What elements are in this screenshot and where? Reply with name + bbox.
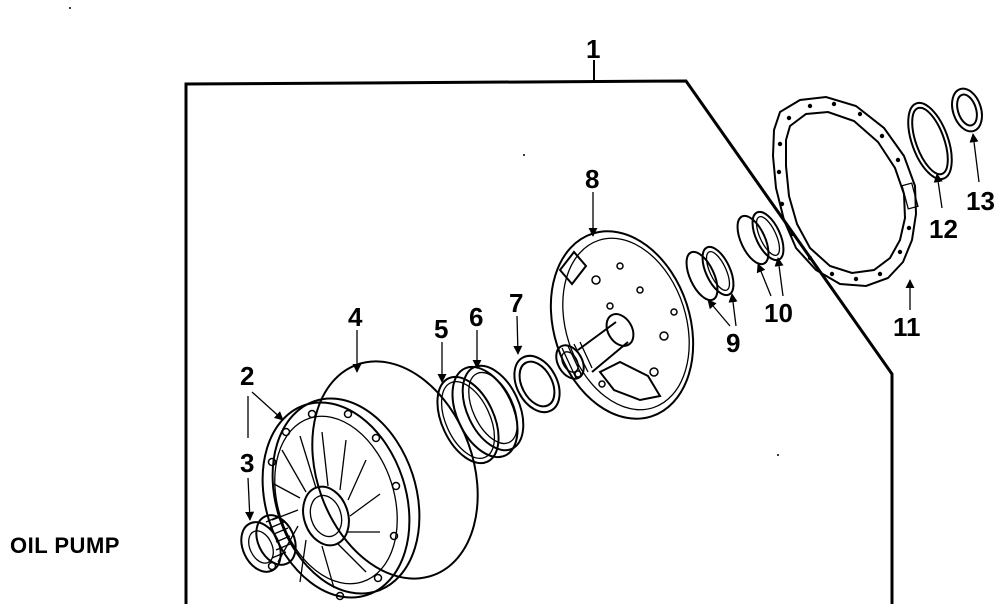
part-11-gasket: [771, 95, 919, 288]
part-7-seal: [513, 354, 561, 414]
part-9-rings: [685, 245, 735, 302]
leader-10a: [756, 263, 772, 297]
callout-2: 2: [240, 361, 254, 391]
callout-5: 5: [434, 314, 448, 344]
callout-13: 13: [966, 186, 995, 216]
part-8-pump-cover: [549, 230, 695, 420]
callout-11: 11: [893, 312, 921, 342]
part-4-o-ring: [311, 360, 479, 580]
leader-7: [513, 315, 523, 355]
callout-4: 4: [348, 302, 363, 332]
part-3-bushing: [240, 514, 297, 573]
speck: [523, 154, 525, 156]
callout-10: 10: [764, 298, 793, 328]
callout-9: 9: [726, 328, 740, 358]
diagram-caption: OIL PUMP: [10, 533, 120, 558]
leader-9b: [728, 293, 738, 327]
leader-2a: [251, 391, 284, 421]
part-13-ring: [951, 87, 983, 133]
callout-1: 1: [586, 34, 600, 64]
callout-6: 6: [469, 302, 483, 332]
leader-13: [969, 133, 980, 183]
part-12-seal: [907, 101, 953, 181]
assembly-outline: [184, 79, 894, 604]
callout-7: 7: [509, 288, 523, 318]
leader-12: [933, 173, 943, 209]
callout-12: 12: [929, 214, 958, 244]
leader-9a: [707, 299, 731, 327]
leader-10b: [774, 257, 784, 297]
part-5-ring: [436, 375, 500, 465]
callout-3: 3: [240, 448, 254, 478]
callout-8: 8: [585, 164, 599, 194]
speck: [777, 454, 779, 456]
speck: [69, 7, 71, 9]
leader-3: [245, 477, 255, 521]
